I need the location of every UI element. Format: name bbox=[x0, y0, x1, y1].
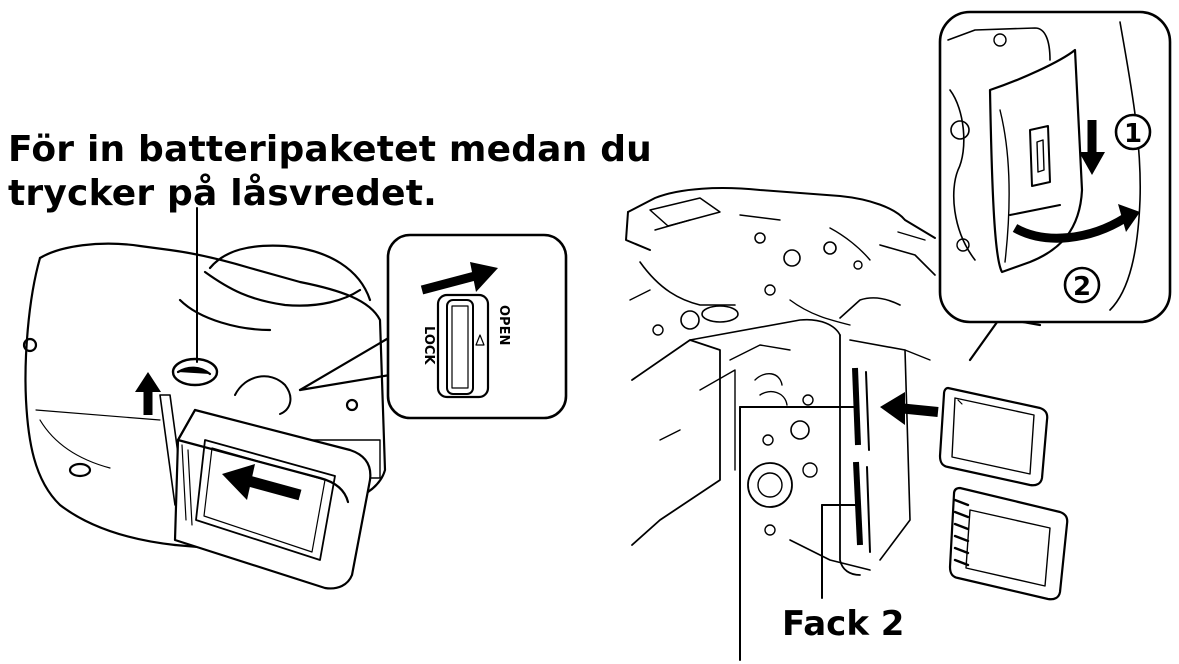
slot-2-label: Fack 2 bbox=[782, 604, 905, 644]
switch-label-lock: LOCK bbox=[421, 326, 436, 365]
switch-label-open: OPEN bbox=[496, 305, 511, 345]
battery-illustration bbox=[22, 207, 387, 590]
instruction-line-1: För in batteripaketet medan du bbox=[8, 129, 653, 170]
battery-insert-instruction: För in batteripaketet medan du trycker p… bbox=[8, 128, 652, 216]
step-1-number: 1 bbox=[1124, 119, 1142, 149]
card-slot-illustration bbox=[625, 187, 1069, 661]
lock-switch-callout bbox=[298, 233, 568, 420]
step-2-number: 2 bbox=[1073, 272, 1091, 302]
slot-door-callout bbox=[938, 10, 1172, 362]
instruction-line-2: trycker på låsvredet. bbox=[8, 173, 438, 214]
